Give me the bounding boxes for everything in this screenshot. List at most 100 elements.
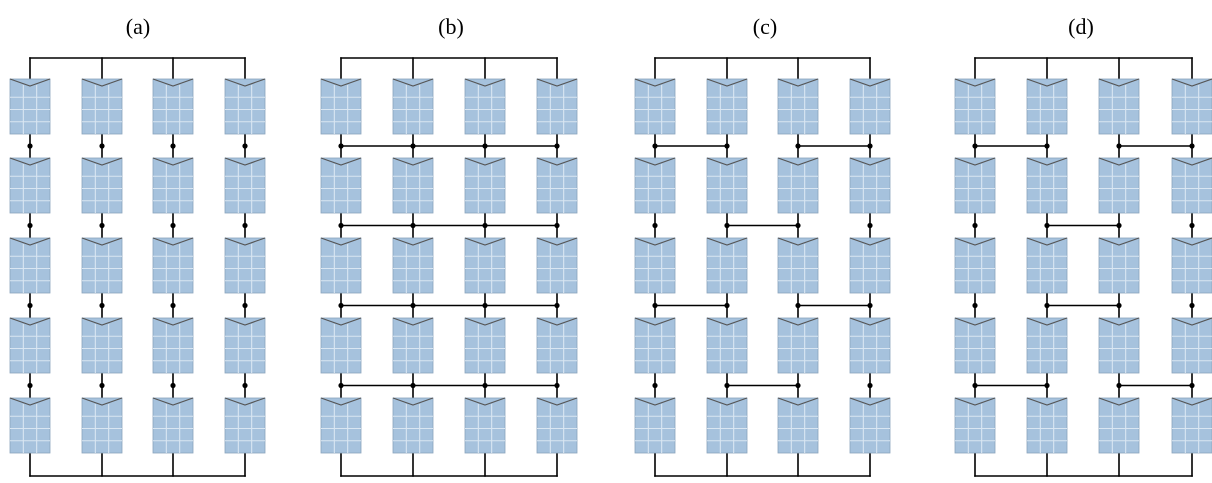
solar-panel-icon xyxy=(464,237,506,294)
pv-module xyxy=(954,397,996,454)
pv-module xyxy=(81,237,123,294)
module-junction-edge xyxy=(1098,157,1140,166)
module-junction-edge xyxy=(536,237,578,246)
solar-panel-icon xyxy=(849,397,891,454)
junction-node xyxy=(27,302,33,309)
module-junction-edge xyxy=(464,78,506,87)
module-junction-edge xyxy=(152,397,194,406)
module-junction-edge xyxy=(634,237,676,246)
module-junction-edge xyxy=(81,78,123,87)
solar-panel-icon xyxy=(9,317,51,374)
solar-panel-icon xyxy=(81,397,123,454)
solar-panel-icon xyxy=(224,237,266,294)
module-junction-edge xyxy=(634,397,676,406)
module-junction-edge xyxy=(777,78,819,87)
module-junction-edge xyxy=(224,78,266,87)
junction-node xyxy=(1116,302,1122,309)
solar-panel-icon xyxy=(224,317,266,374)
pv-module xyxy=(634,397,676,454)
solar-panel-icon xyxy=(464,78,506,135)
junction-node xyxy=(724,222,730,229)
module-junction-edge xyxy=(849,397,891,406)
panel-a-label: (a) xyxy=(126,14,150,39)
junction-node xyxy=(652,302,658,309)
module-junction-edge xyxy=(81,317,123,326)
module-junction-edge xyxy=(954,317,996,326)
junction-node xyxy=(795,222,801,229)
module-junction-edge xyxy=(849,78,891,87)
junction-node xyxy=(972,222,978,229)
solar-panel-icon xyxy=(464,397,506,454)
pv-module xyxy=(849,78,891,135)
solar-panel-icon xyxy=(536,397,578,454)
module-junction-edge xyxy=(1171,397,1212,406)
solar-panel-icon xyxy=(320,317,362,374)
pv-module xyxy=(9,157,51,214)
junction-node xyxy=(972,302,978,309)
pv-module xyxy=(464,317,506,374)
junction-node xyxy=(482,143,488,149)
solar-panel-icon xyxy=(1171,157,1212,214)
pv-module xyxy=(1171,397,1212,454)
pv-module xyxy=(320,397,362,454)
solar-panel-icon xyxy=(1026,317,1068,374)
solar-panel-icon xyxy=(392,157,434,214)
module-junction-edge xyxy=(320,317,362,326)
module-junction-edge xyxy=(634,157,676,166)
module-junction-edge xyxy=(392,237,434,246)
solar-panel-icon xyxy=(1098,157,1140,214)
junction-node xyxy=(99,143,105,149)
pv-module xyxy=(954,78,996,135)
pv-module xyxy=(634,157,676,214)
solar-panel-icon xyxy=(777,237,819,294)
pv-module xyxy=(81,317,123,374)
junction-node xyxy=(867,382,873,389)
junction-node xyxy=(867,143,873,149)
module-junction-edge xyxy=(392,157,434,166)
solar-panel-icon xyxy=(634,317,676,374)
solar-panel-icon xyxy=(1026,237,1068,294)
pv-module xyxy=(392,237,434,294)
pv-module xyxy=(1171,78,1212,135)
module-junction-edge xyxy=(954,237,996,246)
solar-panel-icon xyxy=(9,78,51,135)
junction-node xyxy=(170,222,176,229)
module-junction-edge xyxy=(1098,317,1140,326)
pv-module xyxy=(777,78,819,135)
module-junction-edge xyxy=(81,157,123,166)
pv-module xyxy=(9,317,51,374)
module-junction-edge xyxy=(152,78,194,87)
solar-panel-icon xyxy=(224,157,266,214)
junction-node xyxy=(99,382,105,389)
module-junction-edge xyxy=(224,157,266,166)
panel-c-array xyxy=(634,57,891,477)
junction-node xyxy=(1116,382,1122,389)
junction-node xyxy=(410,382,416,389)
junction-node xyxy=(554,143,560,149)
module-junction-edge xyxy=(706,237,748,246)
solar-panel-icon xyxy=(1026,157,1068,214)
module-junction-edge xyxy=(706,78,748,87)
module-junction-edge xyxy=(392,397,434,406)
pv-module xyxy=(536,78,578,135)
module-junction-edge xyxy=(320,397,362,406)
pv-module xyxy=(849,157,891,214)
module-junction-edge xyxy=(1026,157,1068,166)
junction-node xyxy=(1044,143,1050,149)
solar-panel-icon xyxy=(81,157,123,214)
junction-node xyxy=(170,302,176,309)
solar-panel-icon xyxy=(954,237,996,294)
solar-panel-icon xyxy=(634,78,676,135)
pv-module xyxy=(1026,157,1068,214)
solar-panel-icon xyxy=(320,397,362,454)
solar-panel-icon xyxy=(706,157,748,214)
pv-module xyxy=(81,397,123,454)
pv-module xyxy=(224,78,266,135)
solar-panel-icon xyxy=(1098,78,1140,135)
solar-panel-icon xyxy=(152,157,194,214)
module-junction-edge xyxy=(777,317,819,326)
pv-module xyxy=(152,317,194,374)
module-junction-edge xyxy=(1026,78,1068,87)
module-junction-edge xyxy=(1026,237,1068,246)
pv-module xyxy=(9,397,51,454)
